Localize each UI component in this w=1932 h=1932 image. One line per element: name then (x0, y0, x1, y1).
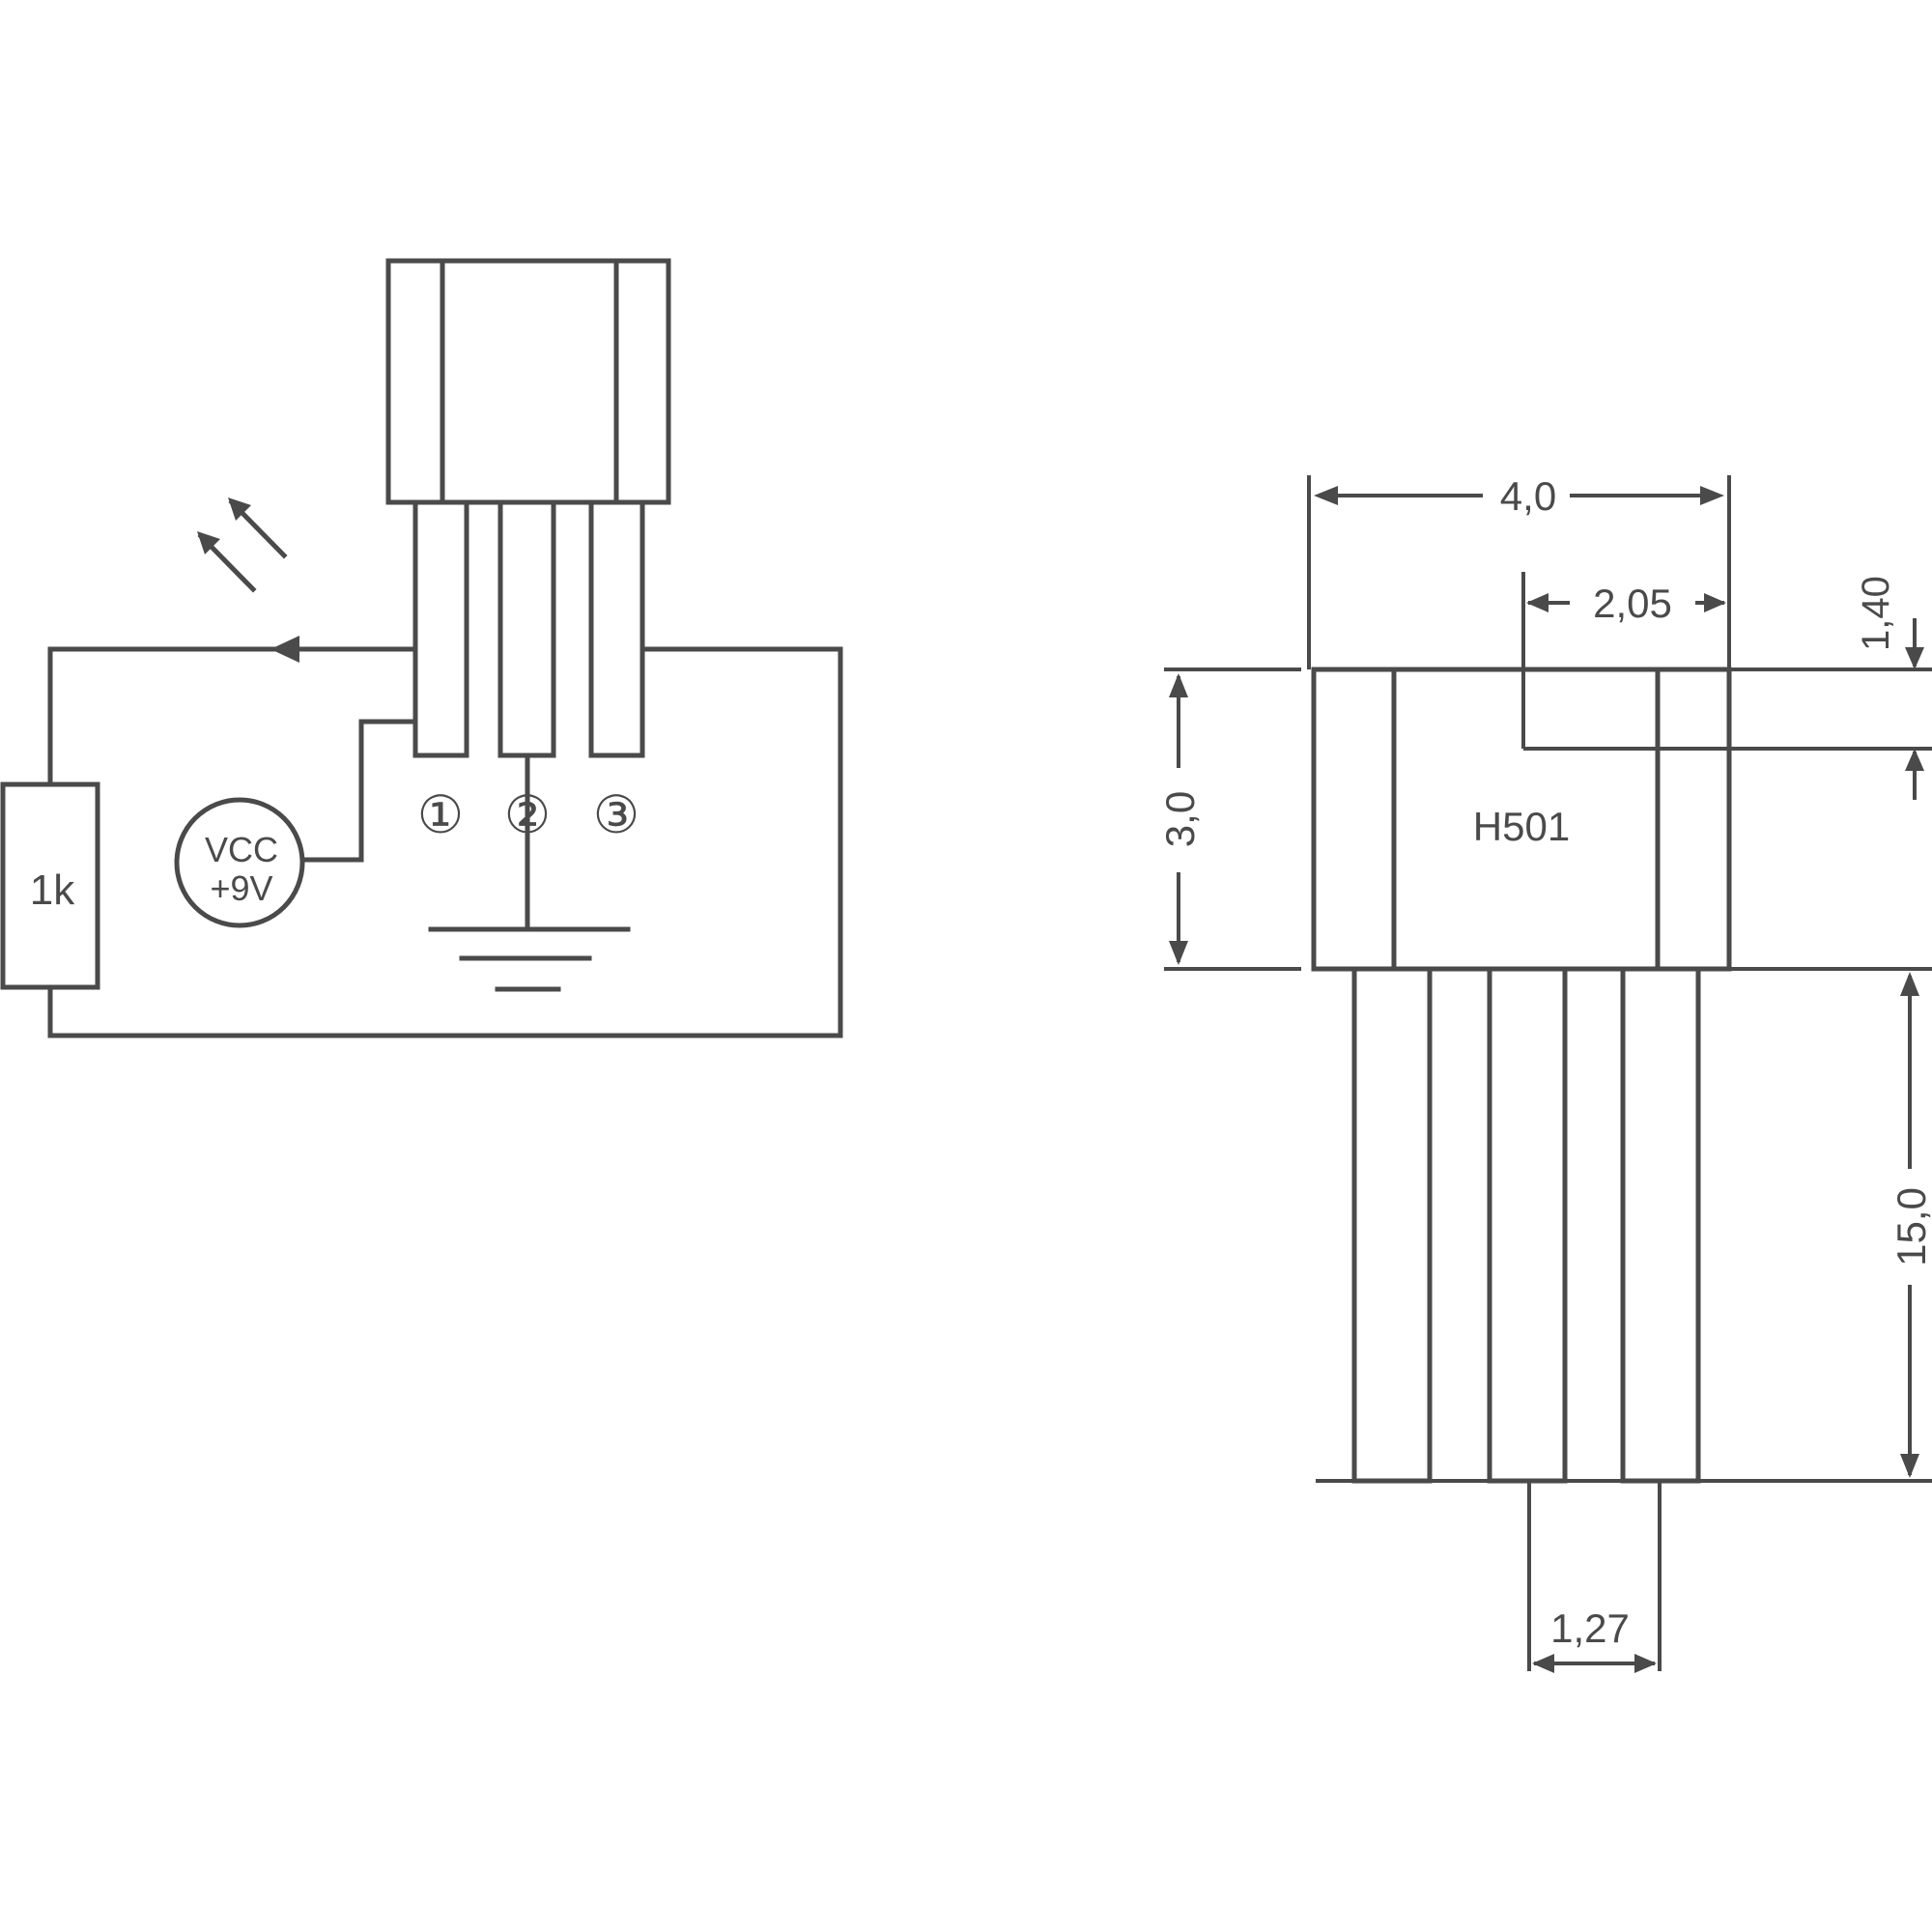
pin-2 (497, 499, 556, 758)
resistor-label: 1k (30, 867, 75, 914)
dim-pitch-label: 1,27 (1550, 1605, 1630, 1651)
current-arrow-icon (270, 636, 299, 663)
dim-pitch: 1,27 (1532, 1605, 1657, 1673)
supply-label-line1: VCC (205, 830, 278, 869)
pin-1 (412, 499, 469, 758)
dim-offset-label: 2,05 (1593, 581, 1672, 626)
sensor-body (385, 258, 671, 505)
extension-lines (1164, 475, 1932, 1671)
dim-top-gap: 1,40 (1855, 576, 1924, 800)
dim-body-height: 3,0 (1157, 673, 1203, 965)
dim-width-label: 4,0 (1500, 473, 1556, 519)
dim-body-height-label: 3,0 (1157, 791, 1203, 847)
dimension-drawing: H501 4,0 (1157, 473, 1932, 1673)
dim-lead-length: 15,0 (1889, 972, 1932, 1478)
pin-label-3: ③ (593, 786, 639, 844)
resistor: 1k (0, 781, 100, 990)
pin-3 (588, 499, 645, 758)
lead-1 (1351, 966, 1433, 1484)
package-leads (1351, 966, 1701, 1484)
lead-3 (1620, 966, 1701, 1484)
dim-offset: 2,05 (1526, 581, 1726, 626)
schematic-wires (47, 636, 843, 1038)
lead-2 (1487, 966, 1568, 1484)
supply-label-line2: +9V (210, 868, 272, 908)
sensor-pins (412, 499, 645, 758)
pin-label-1: ① (417, 786, 464, 844)
supply-source: VCC +9V (174, 797, 305, 928)
light-arrows-icon (197, 497, 288, 593)
dim-lead-length-label: 15,0 (1889, 1187, 1932, 1266)
dim-top-gap-label: 1,40 (1855, 576, 1897, 651)
schematic: ① ② ③ 1k (0, 258, 843, 1038)
dim-width: 4,0 (1314, 473, 1724, 519)
part-marking: H501 (1473, 804, 1570, 849)
